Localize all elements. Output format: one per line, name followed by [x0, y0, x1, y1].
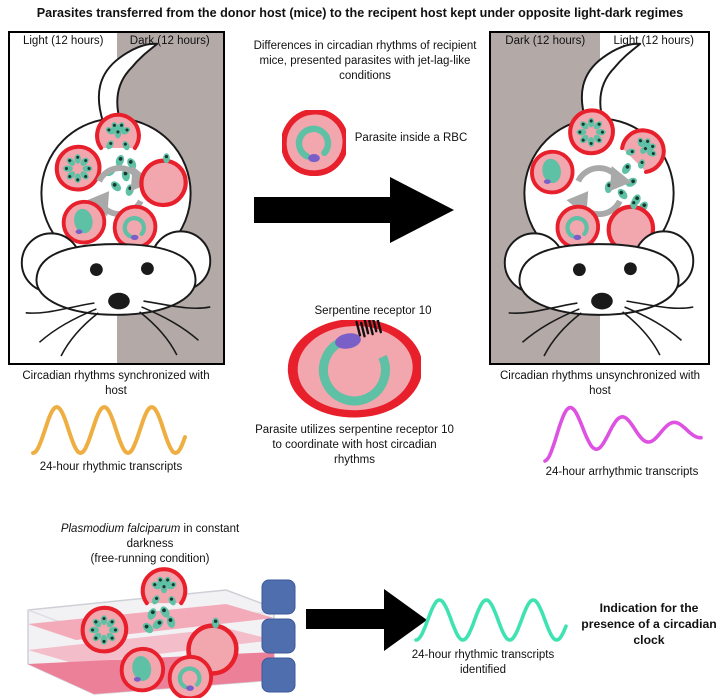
- trophozoite-icon: [122, 649, 163, 690]
- bursting-schizont-icon: [143, 569, 186, 606]
- recipient-caption: Circadian rhythms unsynchronized with ho…: [499, 370, 701, 398]
- schizont-icon: [570, 110, 613, 153]
- recipient-mouse-illustration: [503, 42, 695, 358]
- trophozoite-icon: [64, 202, 105, 243]
- result-arrow-icon: [306, 589, 427, 651]
- donor-mouse-illustration: [20, 42, 212, 358]
- page-title: Parasites transferred from the donor hos…: [36, 6, 684, 20]
- donor-light-dark-panel: Light (12 hours) Dark (12 hours): [8, 31, 225, 365]
- culture-wave-label: 24-hour rhythmic transcripts identified: [411, 649, 555, 677]
- donor-wave-label: 24-hour rhythmic transcripts: [39, 461, 183, 473]
- jetlag-text: Differences in circadian rhythms of reci…: [253, 40, 477, 83]
- bursting-schizont-icon: [97, 115, 139, 152]
- rhythmic-wave-donor: [31, 405, 187, 455]
- ring-stage-icon: [115, 207, 156, 248]
- transfer-arrow-icon: [254, 177, 454, 243]
- mouse-face: [20, 230, 212, 358]
- schizont-icon: [83, 608, 127, 652]
- flask-cap: [261, 618, 296, 654]
- rhythmic-wave-culture: [414, 598, 568, 642]
- ring-stage-icon: [170, 657, 211, 698]
- rbc-caption: Parasite inside a RBC: [354, 132, 468, 144]
- schizont-icon: [57, 147, 100, 190]
- species-name: Plasmodium falciparum: [60, 523, 181, 535]
- receptor-label: Serpentine receptor 10: [314, 305, 432, 317]
- flask-cap: [261, 579, 296, 615]
- parasite-in-rbc-icon: [282, 110, 346, 176]
- arrhythmic-wave-recipient: [543, 405, 703, 463]
- recipient-dark-light-panel: Dark (12 hours) Light (12 hours): [489, 31, 710, 365]
- trophozoite-icon: [532, 152, 573, 193]
- culture-flask-illustration: [27, 566, 296, 698]
- flask-cap: [261, 657, 296, 693]
- parasite-nucleus: [335, 333, 361, 349]
- culture-title: Plasmodium falciparum in constant darkne…: [60, 523, 240, 566]
- donor-light-label: Light (12 hours): [22, 35, 104, 47]
- recipient-wave-label: 24-hour arrhythmic transcripts: [545, 466, 699, 478]
- ring-stage-icon: [557, 207, 598, 248]
- donor-caption: Circadian rhythms synchronized with host: [22, 370, 210, 398]
- recipient-dark-label: Dark (12 hours): [505, 35, 586, 47]
- receptor-caption: Parasite utilizes serpentine receptor 10…: [255, 424, 454, 467]
- conclusion-text: Indication for the presence of a circadi…: [581, 601, 717, 648]
- serpentine-receptor-icon: [355, 320, 382, 338]
- mouse-face: [503, 230, 695, 358]
- serpentine-receptor-rbc-icon: [287, 320, 421, 418]
